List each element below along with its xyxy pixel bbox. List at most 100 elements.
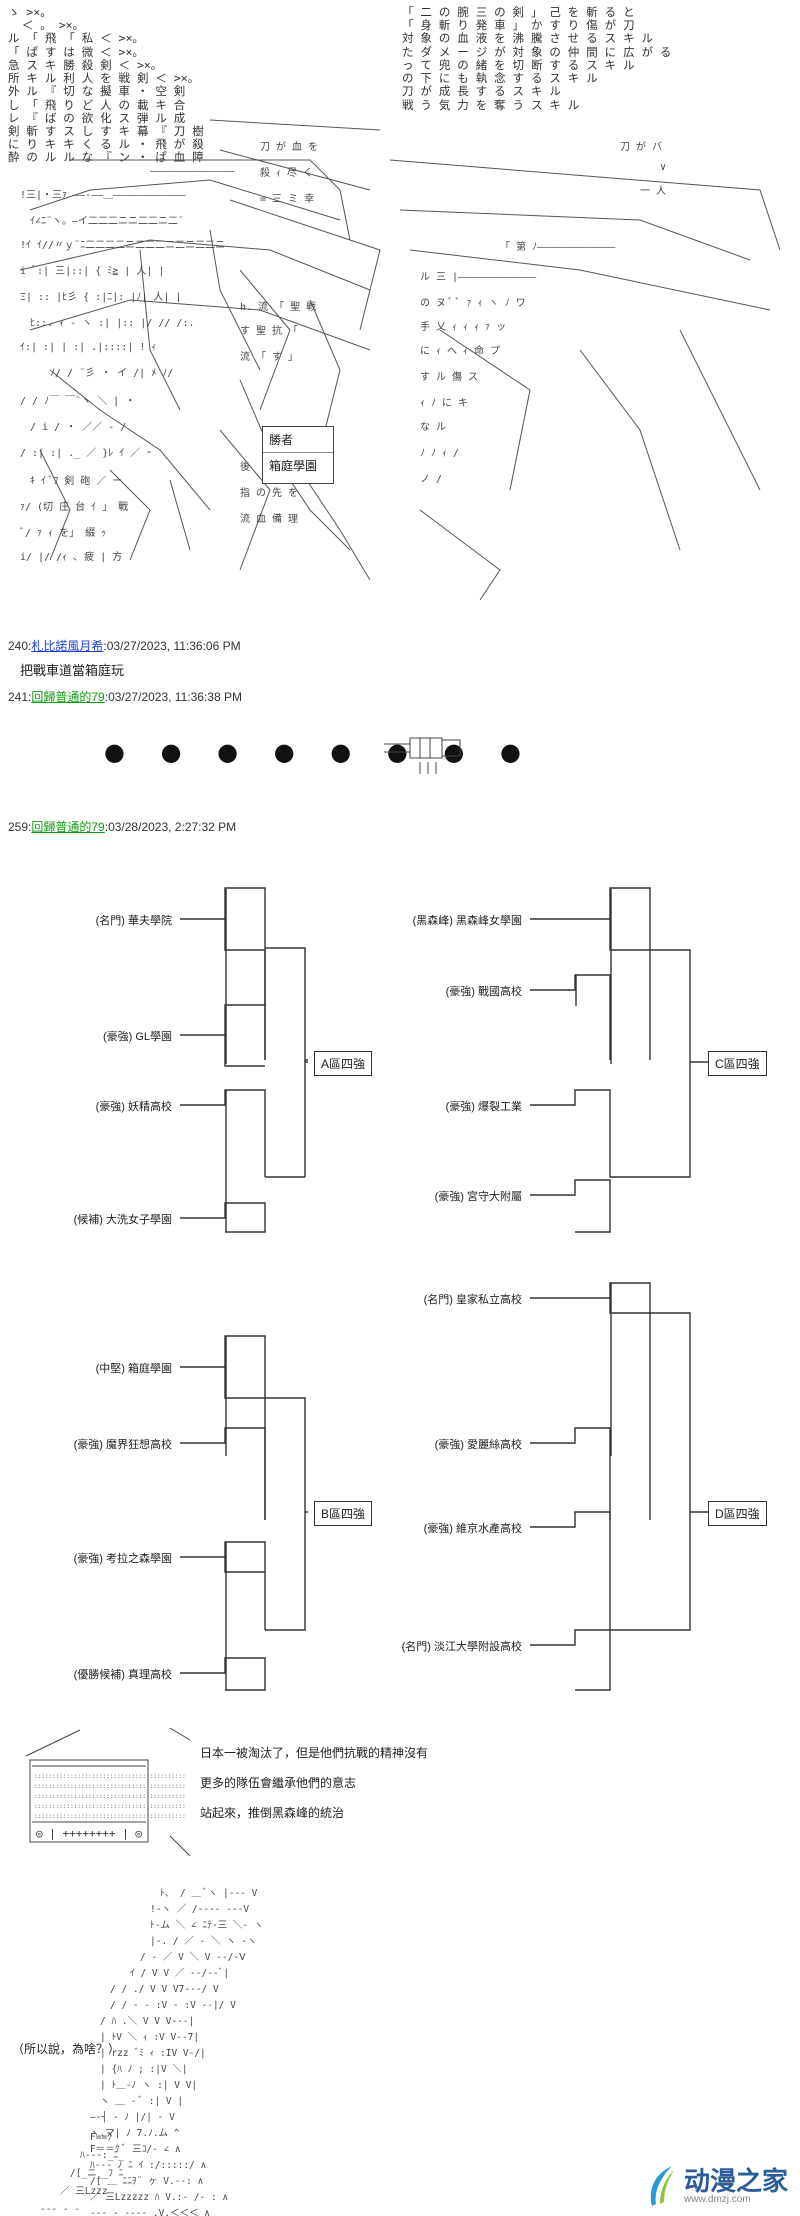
svg-text:/[ ＿ ﾆﾆｦ¨ ヶ V.‐‐: ∧: /[ ＿ ﾆﾆｦ¨ ヶ V.‐‐: ∧ — [90, 2176, 203, 2187]
svg-text:|‐. / ／ ‐ ＼ ヽ ‐ヽ: |‐. / ／ ‐ ＼ ヽ ‐ヽ — [150, 1936, 257, 1947]
svg-text:に ｨ へ ｨ 命 プ: に ｨ へ ｨ 命 プ — [420, 344, 500, 357]
svg-text:ヽ.マ| ﾉ 7.ﾉ.ム ^: ヽ.マ| ﾉ 7.ﾉ.ム ^ — [90, 2128, 180, 2139]
svg-text:ｷ ｲ ﾞﾌ 剣 砲 ／ ー: ｷ ｲ ﾞﾌ 剣 砲 ／ ー — [30, 474, 122, 487]
svg-text:ﾊ‐‐‐ ﾉ ﾆ ｲ :/:::::/ ∧: ﾊ‐‐‐ ﾉ ﾆ ｲ :/:::::/ ∧ — [90, 2160, 206, 2171]
team-b2: (豪強) 魔界狂想高校 — [73, 1439, 172, 1451]
ellipsis-dots: ● ● ● ● ● ● ● ● — [104, 738, 535, 766]
svg-text:!三|・三ｧ ――‐――＿――――――――――――: !三|・三ｧ ――‐――＿―――――――――――― — [20, 190, 186, 201]
svg-text:/ :| :| ._ ／ }ﾚ ｲ ／ ｰ: / :| :| ._ ／ }ﾚ ｲ ／ ｰ — [20, 447, 151, 459]
team-c3: (豪強) 爆裂工業 — [445, 1101, 522, 1113]
svg-text:‐‐‐ ‐ ‐‐‐‐ .V.＜＜＜ ∧: ‐‐‐ ‐ ‐‐‐‐ .V.＜＜＜ ∧ — [90, 2208, 210, 2216]
svg-text:::::::::::::::::::::::::::::::: ::::::::::::::::::::::::::::::::::::::::… — [34, 1783, 186, 1790]
svg-text:/ i / ・ ／／ ‐ /: / i / ・ ／／ ‐ / — [30, 421, 126, 433]
svg-text:Ξ| :: |ﾋ彡 { :|ﾆ|: |ﾉ| 人| |: Ξ| :: |ﾋ彡 { :|ﾆ|: |ﾉ| 人| | — [20, 291, 181, 303]
svg-text:!‐ヽ ／ /‐‐‐‐ ‐‐‐V: !‐ヽ ／ /‐‐‐‐ ‐‐‐V — [150, 1904, 249, 1915]
story-line-3: 站起來，推倒黑森峰的統治 — [200, 1806, 345, 1820]
svg-text:∨: ∨ — [660, 162, 666, 173]
svg-text:i/ |/ /ｨ ､ 疲 | 方: i/ |/ /ｨ ､ 疲 | 方 — [20, 550, 122, 563]
svg-text:刀 が 血 を: 刀 が 血 を — [260, 140, 318, 153]
logo-url: www.dmzj.com — [684, 2193, 751, 2205]
team-d4: (名門) 淡江大學附設高校 — [401, 1641, 522, 1653]
post-body-240: 把戰車道當箱庭玩 — [20, 663, 125, 678]
team-d2: (豪強) 愛麗絲高校 — [434, 1439, 522, 1451]
ascii-art-top-right: 「 二 の 腕 三 の 剣 」 己 を 斬 る と 「 身 斬 り 発 車 」 … — [402, 5, 672, 112]
story-line-2: 更多的隊伍會繼承他們的意志 — [200, 1776, 357, 1790]
poster-name-link[interactable]: 回歸普通的79 — [31, 690, 105, 704]
site-logo[interactable]: 动漫之家 www.dmzj.com — [644, 2164, 788, 2208]
team-b1: (中堅) 箱庭學園 — [95, 1363, 172, 1375]
svg-text:ｲ / V V ／ ‐‐/‐‐ﾞ|: ｲ / V V ／ ‐‐/‐‐ﾞ| — [130, 1968, 229, 1979]
post-header-241: 241:回歸普通的79:03/27/2023, 11:36:38 PM — [8, 690, 242, 704]
ascii-art-top-figure: ―――――――――――――― !三|・三ｧ ――‐――＿――――――――――――… — [19, 159, 371, 563]
svg-text:手 乂 ｨ ｨ ｨ ｧ ッ: 手 乂 ｨ ｨ ｨ ｧ ッ — [420, 320, 506, 333]
svg-text:/ / ﾉ￣ ￣¨ヽ ＼ | ・: / / ﾉ￣ ￣¨ヽ ＼ | ・ — [20, 394, 135, 407]
ascii-art-top-left: ゝ >×。 ＜ 。 >×。 ル 「 飛 「 私 ＜ >×。 「 ぱ す は 微 … — [8, 5, 204, 165]
svg-text:/ ﾊ .＼ V V V‐‐‐|: / ﾊ .＼ V V V‐‐‐| — [100, 2016, 194, 2027]
svg-text:／ 三Lzzz: ／ 三Lzzz — [60, 2186, 108, 2197]
winner-box: 勝者 箱庭學園 — [262, 426, 334, 484]
svg-text:す ル 傷 ス: す ル 傷 ス — [420, 370, 478, 383]
post-date: 03/27/2023, 11:36:38 PM — [108, 690, 242, 704]
radio-illustration: ::::::::::::::::::::::::::::::::::::::::… — [25, 1727, 191, 1856]
svg-text:| ﾄ＿‐ﾉ ヽ :| V V|: | ﾄ＿‐ﾉ ヽ :| V V| — [100, 2080, 197, 2091]
svg-text:ﾉ ﾉ ｨ /: ﾉ ﾉ ｨ / — [420, 448, 459, 459]
svg-text:―‐┤ ‐ ﾉ |/| ‐ V: ―‐┤ ‐ ﾉ |/| ‐ V — [90, 2111, 175, 2123]
svg-text:――――――――――――――: ―――――――――――――― — [150, 166, 235, 177]
team-d1: (名門) 皇家私立高校 — [423, 1294, 522, 1306]
team-a3: (豪強) 妖精高校 — [95, 1101, 172, 1113]
team-b4: (優勝候補) 真理高校 — [73, 1669, 172, 1681]
svg-text:ﾋ::. ｨ ‐ ヽ :| |:: |/ // /:.: ﾋ::. ｨ ‐ ヽ :| |:: |/ // /:. — [30, 317, 195, 329]
svg-text:「 第 ﾉ―――――――――――――: 「 第 ﾉ――――――――――――― — [500, 240, 616, 253]
svg-text:| rzz ﾞﾐ ｨ :IV V‐/|: | rzz ﾞﾐ ｨ :IV V‐/| — [100, 2048, 206, 2059]
post-number: 241 — [8, 690, 29, 704]
svg-text:::::::::::::::::::::::::::::::: ::::::::::::::::::::::::::::::::::::::::… — [34, 1813, 186, 1820]
svg-text:/ / ‐ ‐ :V ‐ :V ‐‐|/ V: / / ‐ ‐ :V ‐ :V ‐‐|/ V — [110, 2000, 236, 2011]
svg-text:／ 三Lzzzzz ﾊ V.:‐ /‐ : ∧: ／ 三Lzzzzz ﾊ V.:‐ /‐ : ∧ — [90, 2192, 228, 2203]
logo-texts: 动漫之家 www.dmzj.com — [684, 2168, 788, 2205]
svg-text:な ル: な ル — [420, 421, 446, 433]
team-c1: (黑森峰) 黑森峰女學園 — [412, 915, 522, 927]
svg-text:F＝＝ｸ ﾞ 三ｺ/‐ ∠ ∧: F＝＝ｸ ﾞ 三ｺ/‐ ∠ ∧ — [90, 2144, 181, 2155]
poster-name-link[interactable]: 札比諾風月希 — [31, 639, 104, 653]
svg-text:::::::::::::::::::::::::::::::: ::::::::::::::::::::::::::::::::::::::::… — [34, 1803, 186, 1810]
svg-text:ｨ ﾉ に キ: ｨ ﾉ に キ — [420, 397, 468, 409]
bottom-question: （所以說，為啥？） — [12, 2042, 121, 2056]
ascii-art-right-column: 刀 が バ ∨ 一 人 「 第 ﾉ――――――――――――― ル 三 |――――… — [389, 140, 781, 601]
svg-text:!ｲ ｲ//〃ｙ¨ﾆ二二二二ニ二二二ニ二ニ二二ニ: !ｲ ｲ//〃ｙ¨ﾆ二二二二ニ二二二ニ二ニ二二ニ — [20, 240, 225, 251]
post-number: 240 — [8, 639, 29, 653]
story-line-1: 日本一被淘汰了，但是他們抗戰的精神沒有 — [200, 1746, 429, 1760]
ascii-art-top-right-figure: 刀 が 血 を 殺 ｨ 尽 く = 三 ミ 幸 h. 流 「 聖 戦 す 聖 抗… — [209, 119, 381, 581]
small-tank-icon — [384, 737, 461, 774]
zone-a-label: A區四強 — [314, 1051, 373, 1076]
svg-text:殺 ｨ 尽 く: 殺 ｨ 尽 く — [260, 166, 313, 179]
svg-text:| {ﾊ ﾉ ; :|V ＼|: | {ﾊ ﾉ ; :|V ＼| — [100, 2064, 188, 2075]
svg-text:/ / ./ V V V7‐‐‐/ V: / / ./ V V V7‐‐‐/ V — [110, 1984, 219, 1995]
svg-text:F==ｸ: F==ｸ — [90, 2132, 112, 2143]
team-b3: (豪強) 考拉之森學園 — [73, 1553, 172, 1565]
svg-text:‐‐‐ ‐ ‐: ‐‐‐ ‐ ‐ — [40, 2204, 80, 2215]
svg-text:す 聖 抗 「: す 聖 抗 「 — [240, 324, 298, 337]
svg-text:| ﾄV ＼ ｨ :V V‐‐7|: | ﾄV ＼ ｨ :V V‐‐7| — [100, 2032, 199, 2043]
logo-title: 动漫之家 — [684, 2165, 789, 2196]
post-date: 03/28/2023, 2:27:32 PM — [108, 820, 237, 834]
post-header-259: 259:回歸普通的79:03/28/2023, 2:27:32 PM — [8, 820, 237, 834]
post-header-240: 240:札比諾風月希:03/27/2023, 11:36:06 PM — [8, 639, 241, 653]
svg-text:一 人: 一 人 — [640, 185, 666, 197]
svg-text:ｲ:| :| | :| .|::::| ! ｨ: ｲ:| :| | :| .|::::| ! ｨ — [20, 342, 156, 353]
team-c4: (豪強) 宮守大附屬 — [434, 1191, 522, 1203]
svg-text:ル 三 |―――――――――――――: ル 三 |――――――――――――― — [420, 272, 537, 283]
svg-text:刀 が バ: 刀 が バ — [620, 140, 662, 153]
zone-d-label: D區四強 — [708, 1501, 767, 1526]
winner-label: 勝者 — [263, 427, 333, 453]
poster-name-link[interactable]: 回歸普通的79 — [31, 820, 105, 834]
svg-text:指 の 先 を: 指 の 先 を — [240, 486, 298, 499]
ascii-art-bottom-left: F==ｸ ﾊ‐‐‐:_ﾆ_ /[_ニ__ﾌ ﾆ ／ 三Lzzz ‐‐‐ ‐ ‐ — [40, 2132, 124, 2215]
winner-team: 箱庭學園 — [269, 459, 318, 473]
svg-text:ﾊ‐‐‐:_ﾆ_: ﾊ‐‐‐:_ﾆ_ — [80, 2150, 124, 2161]
svg-text:ﾉ/ / ¨彡 ・ イ /| ﾒ ﾉ/: ﾉ/ / ¨彡 ・ イ /| ﾒ ﾉ/ — [50, 368, 173, 379]
team-a1: (名門) 華夫學院 — [95, 915, 172, 927]
svg-text:ﾄ、 / ＿ ﾞヽ |‐‐‐ V: ﾄ、 / ＿ ﾞヽ |‐‐‐ V — [160, 1888, 258, 1899]
svg-text:/[_ニ__ﾌ ﾆ: /[_ニ__ﾌ ﾆ — [70, 2168, 124, 2179]
team-d3: (豪強) 維京水產高校 — [423, 1523, 522, 1535]
